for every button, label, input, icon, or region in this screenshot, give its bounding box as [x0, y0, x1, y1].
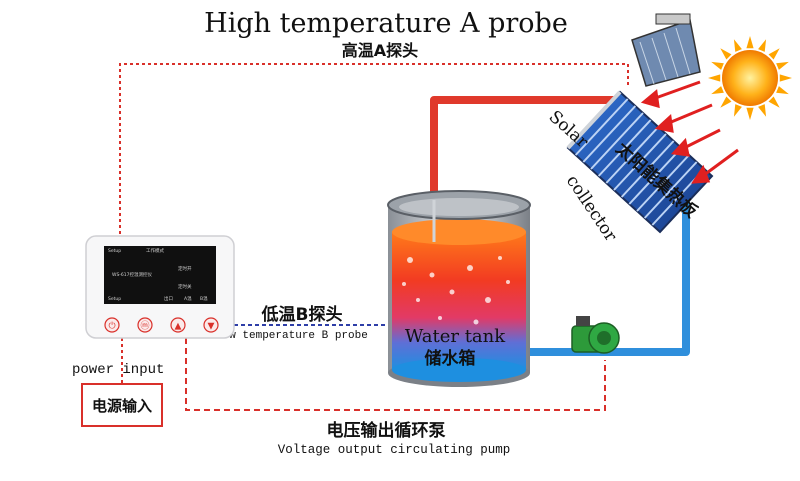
- pump-wire: [185, 338, 606, 411]
- circulating-pump-icon: [571, 316, 620, 354]
- pump-label-en: Voltage output circulating pump: [278, 443, 511, 457]
- probe-a-wire: [119, 63, 629, 240]
- controller-screen: [104, 246, 216, 304]
- screen-text: 定时关: [178, 283, 192, 290]
- screen-text: 出口: [164, 295, 173, 302]
- screen-text: 工作模式: [146, 247, 164, 254]
- tank-label-cn: 储水箱: [425, 348, 476, 369]
- tank-label-en: Water tank: [405, 326, 506, 347]
- down-icon: ▼: [208, 322, 215, 332]
- screen-text: B温: [200, 295, 208, 302]
- power-label-en: power input: [72, 362, 164, 378]
- up-icon: ▲: [175, 322, 182, 332]
- screen-text: 定时开: [178, 265, 192, 272]
- power-input-box: [81, 383, 163, 427]
- sunlight-arrows: [640, 80, 739, 184]
- probe-b-label-cn: 低温B探头: [261, 304, 343, 325]
- diagram-title: High temperature A probe: [204, 8, 568, 39]
- screen-text: Setup: [108, 248, 121, 254]
- power-button[interactable]: ⏻: [104, 317, 120, 333]
- water-tank: [387, 190, 531, 387]
- pump-label-cn: 电压输出循环泵: [327, 420, 446, 441]
- mode-button[interactable]: ⓜ: [137, 317, 153, 333]
- power-icon: ⏻: [108, 321, 115, 332]
- solar-heater-image: [631, 13, 701, 87]
- screen-text: A温: [184, 295, 192, 302]
- probe-b-label-en: Low temperature B probe: [216, 330, 368, 342]
- up-button[interactable]: ▲: [170, 317, 186, 333]
- sun-icon: [708, 36, 792, 120]
- hot-water-pipe: [430, 96, 620, 200]
- screen-text: WS-617控温测控仪: [112, 271, 153, 278]
- probe-a-label: 高温A探头: [342, 41, 418, 60]
- mode-icon: ⓜ: [140, 321, 149, 332]
- down-button[interactable]: ▼: [203, 317, 219, 333]
- screen-text: Setup: [108, 296, 121, 302]
- power-label-cn: 电源输入: [92, 397, 152, 415]
